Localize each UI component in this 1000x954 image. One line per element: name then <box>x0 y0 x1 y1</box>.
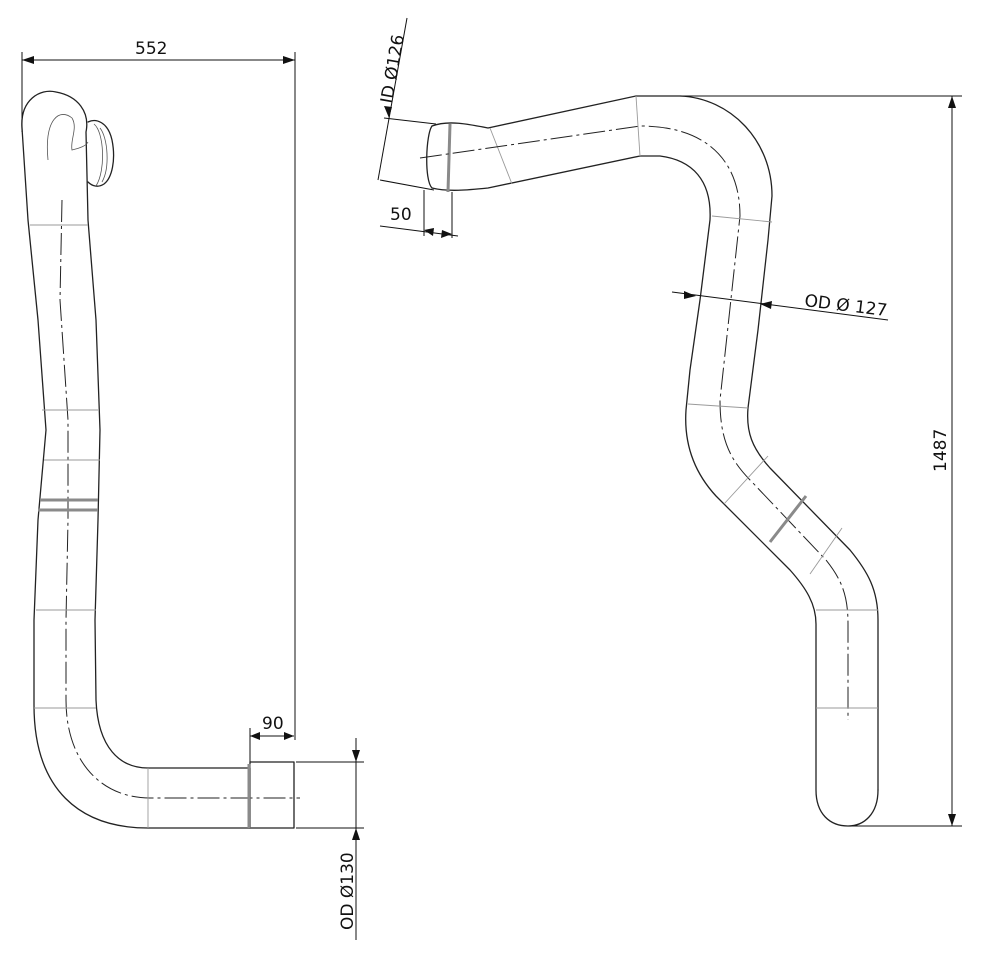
left-inlet-rim <box>93 123 103 187</box>
dim-width-left: 552 <box>21 39 296 740</box>
right-seg-line <box>711 215 773 223</box>
dim-inlet-right: 50 <box>379 190 459 238</box>
left-inlet-stub <box>87 119 115 187</box>
width-label: 552 <box>135 39 167 59</box>
right-seg-line <box>489 127 513 185</box>
right-seg-line <box>809 527 843 575</box>
left-pipe-inner-bend <box>46 114 89 161</box>
od-127-label: OD Ø 127 <box>803 291 888 321</box>
right-seg-line <box>687 403 749 409</box>
right-seg-line <box>723 455 769 505</box>
right-seg-line <box>635 95 641 157</box>
inlet-length-label: 50 <box>390 205 412 225</box>
right-pipe-outline-bottom <box>431 155 879 827</box>
id-126-label: ID Ø126 <box>377 33 409 105</box>
left-pipe-centerline <box>59 199 300 799</box>
right-pipe-centerline <box>419 125 849 720</box>
dim-height-right: 1487 <box>680 95 962 827</box>
left-inlet-rim-2 <box>99 127 108 183</box>
left-pipe-outline <box>21 90 251 829</box>
dim-od-right: OD Ø 127 <box>671 291 888 321</box>
right-inlet-weld <box>446 123 452 193</box>
height-label: 1487 <box>931 429 951 472</box>
dim-od-left: OD Ø130 <box>296 738 364 940</box>
left-outlet-sleeve <box>249 761 295 829</box>
left-pipe-view <box>21 90 300 829</box>
right-pipe-outline-top <box>431 95 879 791</box>
od-130-label: OD Ø130 <box>338 852 358 930</box>
right-pipe-view <box>419 95 879 827</box>
sleeve-label: 90 <box>262 714 284 734</box>
right-weld-band <box>768 495 808 543</box>
dim-sleeve-left: 90 <box>249 714 294 762</box>
